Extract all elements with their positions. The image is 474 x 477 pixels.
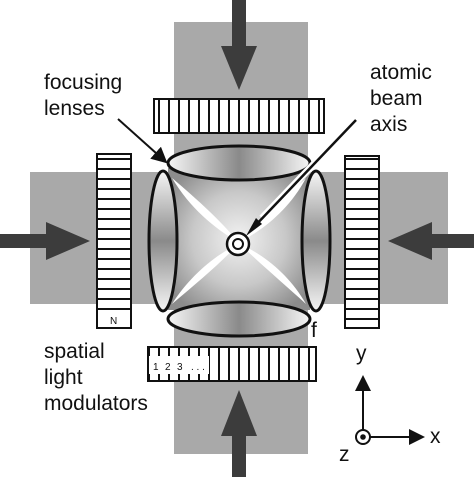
axis-label-z: z bbox=[339, 443, 350, 466]
slm-bottom bbox=[147, 346, 317, 382]
label-slm-index-n: N bbox=[110, 316, 117, 327]
arrow-bottom bbox=[221, 390, 257, 477]
lens-right bbox=[300, 169, 332, 313]
leader-atomic-beam-axis bbox=[246, 117, 359, 236]
slm-top bbox=[153, 98, 325, 134]
arrow-right bbox=[388, 222, 474, 260]
label-atomic-beam-axis: atomic beam axis bbox=[370, 61, 438, 136]
slm-right bbox=[344, 155, 380, 329]
arrow-top bbox=[221, 0, 257, 90]
atomic-beam-symbol bbox=[225, 231, 251, 257]
axis-label-y: y bbox=[356, 342, 367, 365]
label-focusing-lenses: focusing lenses bbox=[44, 71, 128, 120]
label-focal-f: f bbox=[311, 319, 317, 342]
slm-left bbox=[96, 153, 132, 329]
svg-text:1: 1 bbox=[153, 362, 159, 373]
lens-top bbox=[166, 144, 312, 182]
arrow-left bbox=[0, 222, 90, 260]
svg-text:. . .: . . . bbox=[191, 362, 205, 373]
svg-text:2: 2 bbox=[165, 362, 171, 373]
lens-bottom bbox=[166, 300, 312, 338]
leader-focusing-lenses bbox=[117, 118, 168, 164]
slm-index-labels: 1 2 3 . . . bbox=[153, 362, 205, 373]
axis-label-x: x bbox=[430, 425, 441, 448]
svg-text:3: 3 bbox=[177, 362, 183, 373]
lens-left bbox=[147, 169, 179, 313]
label-spatial-light-modulators: spatial light modulators bbox=[44, 340, 148, 415]
coordinate-axes bbox=[355, 375, 425, 445]
